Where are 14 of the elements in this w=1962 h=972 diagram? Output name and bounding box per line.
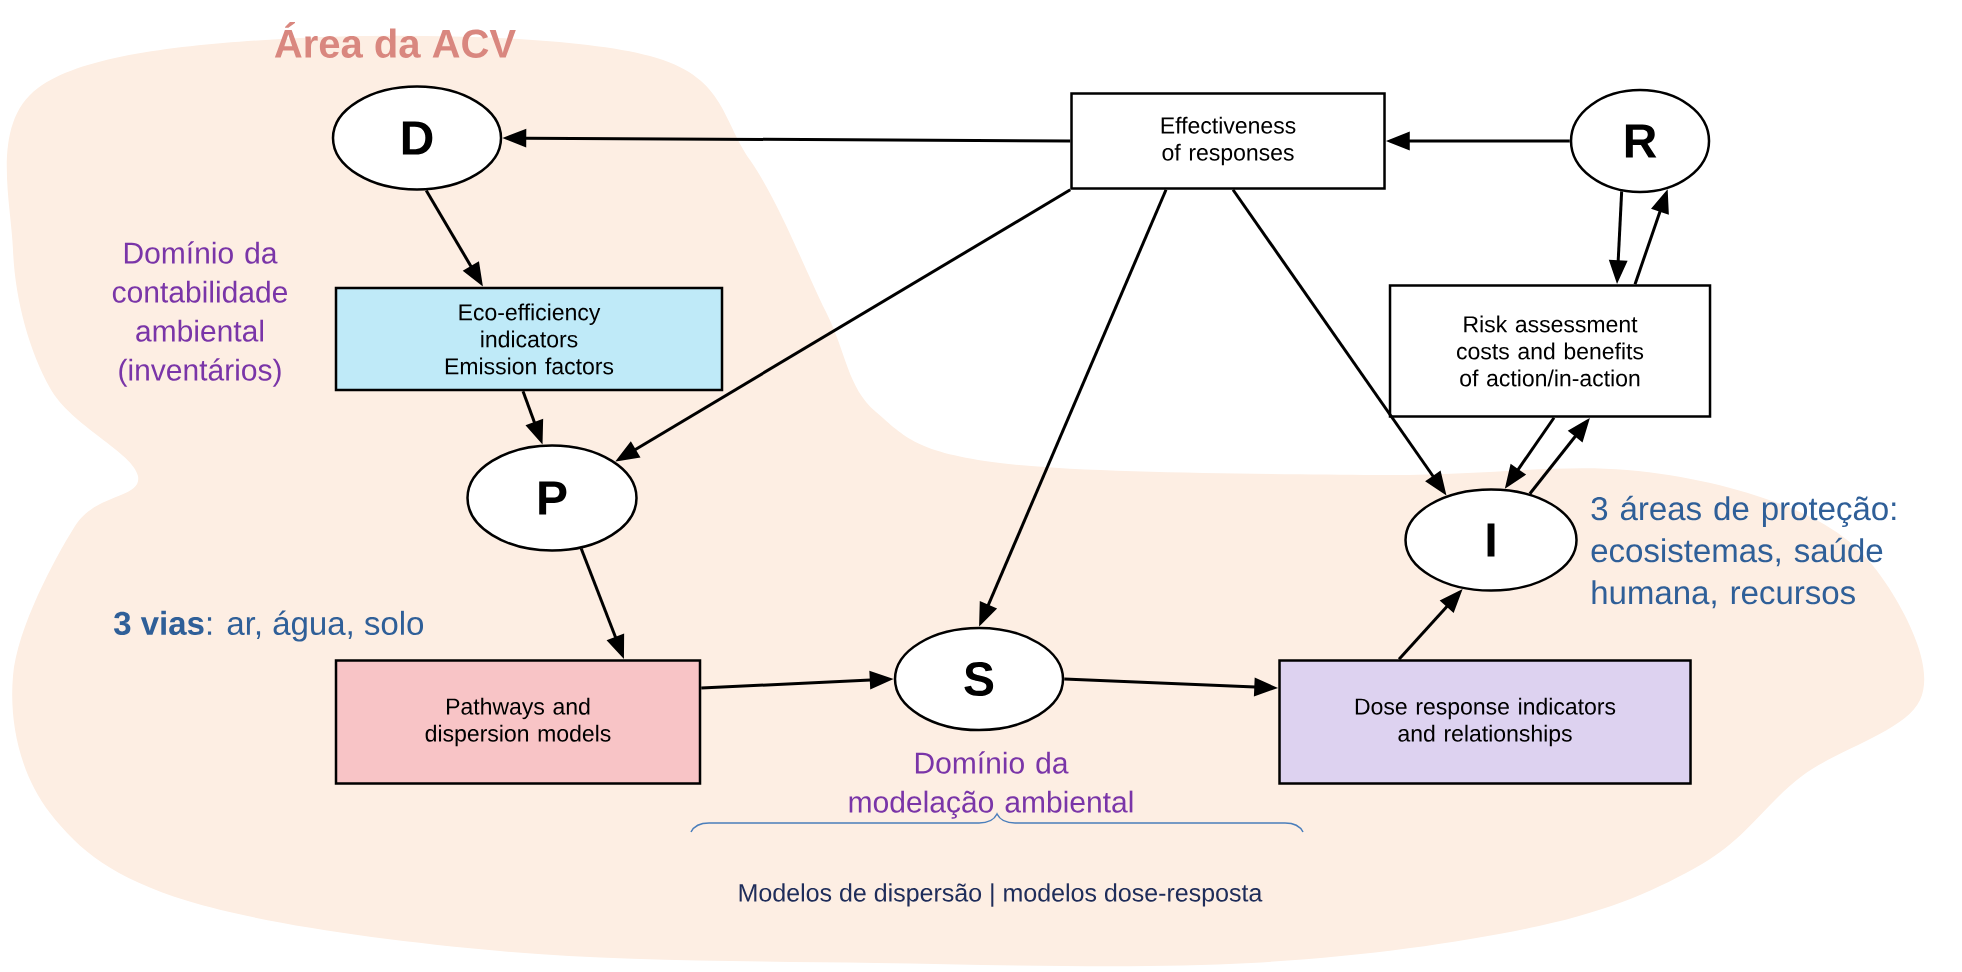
annotation: Modelos de dispersão | modelos dose-resposta <box>739 883 1263 907</box>
ellipse-node: I <box>1404 488 1578 592</box>
ellipse-node: S <box>893 626 1065 732</box>
annotation: 3 vias: ar, água, solo <box>113 610 424 642</box>
ellipse-node: D <box>331 85 503 191</box>
ellipse-node: P <box>466 444 638 552</box>
process-box: Pathways and dispersion models <box>334 659 702 785</box>
process-box: Eco-efficiency indicators Emission factors <box>334 286 724 392</box>
process-box: Dose response indicators and relationships <box>1278 659 1692 785</box>
process-box: Effectiveness of responses <box>1070 92 1386 190</box>
annotation: 3 áreas de proteção: ecosistemas, saúde humana, recursos <box>1591 495 1896 609</box>
annotation: Domínio da contabilidade ambiental (inventários) <box>112 241 288 387</box>
process-box: Risk assessment costs and benefits of action/in-action <box>1388 284 1712 418</box>
ellipse-node: R <box>1569 88 1711 194</box>
